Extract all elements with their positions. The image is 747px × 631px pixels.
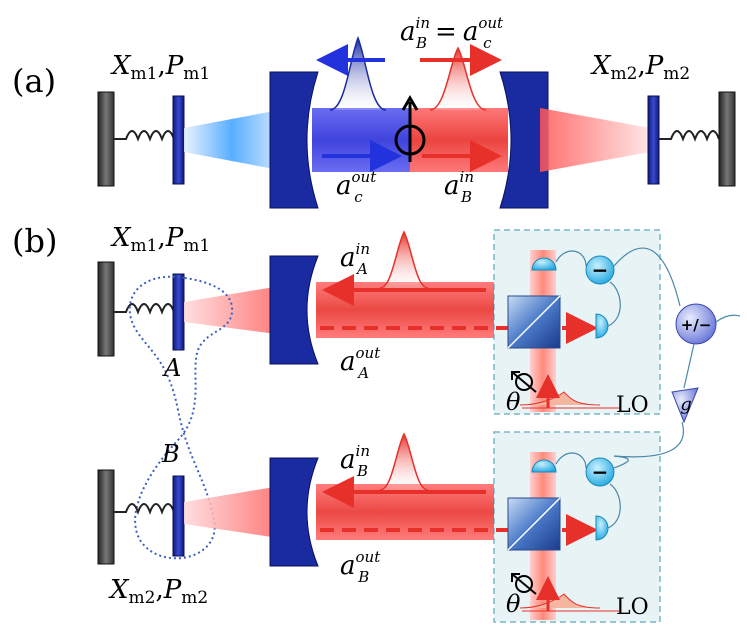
bottom-minus-symbol: − [592,460,609,484]
bottom-subtractor [585,457,615,487]
bottom-detector-2 [595,515,609,541]
right-mirror-label: Xm2,Pm2 [590,51,690,84]
bottom-wire-3 [613,455,629,469]
combiner-wire-out [715,314,741,323]
panel-a-label: (a) [12,62,56,100]
left-wall [97,91,115,187]
left-movable-mirror [172,95,185,185]
right-wall [718,91,736,187]
top-wire-2 [607,281,621,327]
top-input-pulse [379,230,429,289]
top-wire-3 [613,247,681,307]
gain-amplifier [671,387,699,424]
top-cavity-mirror [269,255,319,365]
top-spring [114,303,175,315]
bottom-spring [114,503,175,515]
bottom-bs-diagonal [507,497,561,551]
isolator-icon [394,95,426,162]
top-wall [97,261,115,357]
bottom-wire-2 [607,483,621,529]
top-subtractor [585,255,615,285]
bottom-phase-shifter-icon [511,573,537,595]
left-spring [114,130,175,142]
top-wire-1 [555,250,587,267]
top-theta: θ [506,388,521,416]
top-bs-diagonal [507,295,561,349]
combiner-to-gain [683,343,695,389]
top-lo-pulse [519,391,601,406]
top-movable-mirror [172,273,185,351]
left-mirror-label: Xm1,Pm1 [110,51,210,84]
right-spring [659,130,720,142]
bottom-input-pulse [379,432,429,491]
left-cavity-mirror [269,71,319,209]
entanglement-loop [128,275,234,560]
top-detector-2 [595,313,609,339]
top-phase-shifter-icon [511,371,537,393]
bottom-free-beam [184,484,292,540]
top-detector-1 [531,257,557,271]
bottom-movable-mirror [172,475,185,557]
bottom-lo-label: LO [616,595,649,620]
panel-b-label: (b) [12,222,57,260]
top-lo-label: LO [616,393,649,418]
bottom-cavity-mirror [269,457,319,567]
bottom-mirror-label: Xm2,Pm2 [108,575,208,608]
bottom-lo-pulse [519,593,601,609]
combiner-label: +/− [681,316,712,334]
mode-a-label: A [162,354,181,382]
red-pulse [429,46,487,111]
bottom-wall [97,469,115,565]
right-movable-mirror [647,95,660,185]
bottom-wire-1 [555,452,587,469]
mode-b-label: B [161,440,180,468]
bottom-detector-1 [531,459,557,473]
top-mirror-label: Xm1,Pm1 [110,223,210,256]
bottom-theta: θ [506,590,521,618]
top-free-beam [184,284,292,336]
combiner-node [675,303,717,345]
red-free-beam [540,108,650,172]
blue-pulse [329,35,387,111]
blue-free-beam [184,108,290,172]
top-minus-symbol: − [592,258,609,282]
gain-to-bottom-wire [613,421,684,458]
gain-label: g [680,394,692,415]
right-cavity-mirror [499,71,549,209]
